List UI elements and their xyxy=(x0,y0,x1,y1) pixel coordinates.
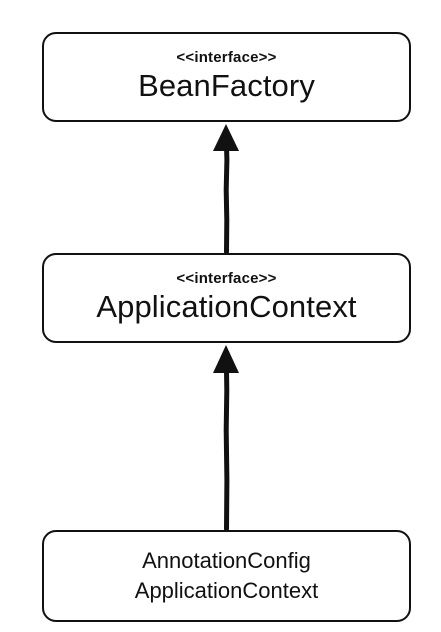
annotationconfigapplicationcontext-node: AnnotationConfig ApplicationContext xyxy=(42,530,411,622)
annotationconfig-name-line2: ApplicationContext xyxy=(134,578,319,603)
arrow-head-icon xyxy=(213,124,239,151)
applicationcontext-node: <<interface>> ApplicationContext xyxy=(42,253,411,343)
arrow-applicationcontext-to-beanfactory xyxy=(213,124,239,255)
arrow-annotationconfig-to-applicationcontext xyxy=(213,345,239,532)
beanfactory-stereotype: <<interface>> xyxy=(176,49,277,66)
applicationcontext-name: ApplicationContext xyxy=(96,289,357,324)
beanfactory-name: BeanFactory xyxy=(138,68,315,103)
beanfactory-node: <<interface>> BeanFactory xyxy=(42,32,411,122)
arrow-shaft xyxy=(223,361,230,532)
annotationconfig-name-line1: AnnotationConfig xyxy=(142,548,311,573)
arrow-shaft xyxy=(223,139,230,255)
applicationcontext-stereotype: <<interface>> xyxy=(176,270,277,287)
arrow-head-icon xyxy=(213,345,239,373)
